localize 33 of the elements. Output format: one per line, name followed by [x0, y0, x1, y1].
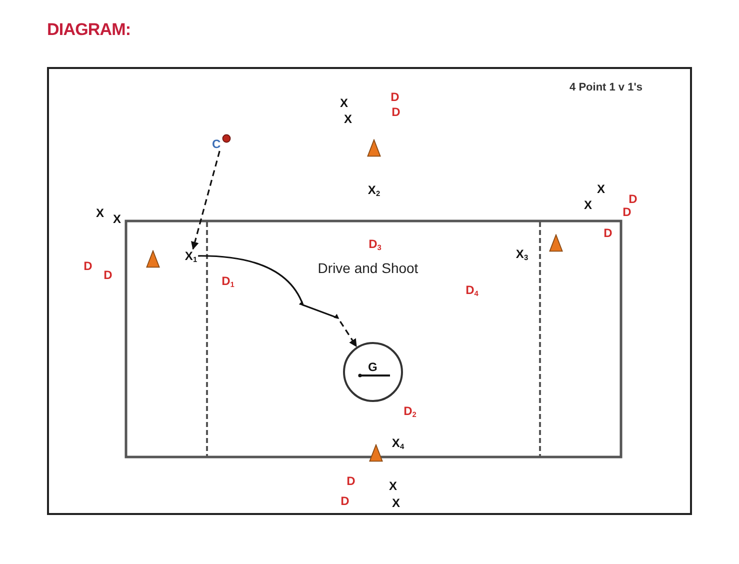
player-label: X$_{1}$	[184, 250, 198, 262]
dashed-arrow	[191, 150, 220, 250]
goal-crease	[343, 342, 403, 402]
goal-label: G	[368, 361, 378, 373]
player-label: X$_{2}$	[368, 184, 380, 196]
player-label: X$_{4}$	[392, 437, 404, 449]
player-label: D	[390, 91, 400, 103]
player-label: X	[344, 113, 352, 125]
player-label: D$_{1}$	[222, 275, 234, 287]
player-label: D	[604, 227, 612, 239]
player-label: D$_{3}$	[368, 238, 382, 250]
diagram-heading: DIAGRAM:	[47, 21, 131, 38]
player-label: X	[584, 199, 592, 211]
player-label: D	[622, 206, 632, 218]
player-label: D	[392, 106, 400, 118]
player-label: D	[84, 260, 92, 272]
drill-note: 4 Point 1 v 1's	[570, 82, 642, 94]
player-label: X$_{3}$	[516, 248, 528, 260]
player-label: D$_{2}$	[404, 405, 416, 417]
drill-name-label: Drive and Shoot	[318, 261, 418, 275]
player-label: X	[113, 213, 121, 225]
player-label: D	[346, 475, 356, 487]
player-label: D	[340, 495, 350, 507]
player-label: X	[340, 97, 348, 109]
player-label: X	[597, 183, 605, 195]
arrow	[198, 255, 358, 347]
player-label: D	[104, 269, 112, 281]
player-label: D$_{4}$	[466, 284, 478, 296]
coach-label: C	[212, 138, 221, 150]
player-label: D	[628, 193, 638, 205]
player-label: X	[389, 480, 397, 492]
player-label: X	[392, 497, 400, 509]
player-label: X	[96, 207, 104, 219]
